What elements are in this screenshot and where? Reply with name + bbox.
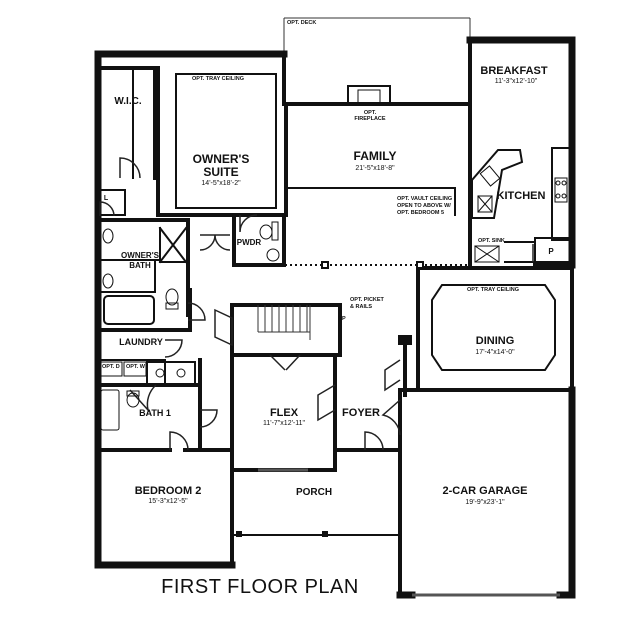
opt-tray-ceiling-dining-note: OPT. TRAY CEILING bbox=[467, 287, 519, 293]
opt-picket-note-line2: & RAILS bbox=[350, 304, 372, 310]
wic-label: W.I.C. bbox=[114, 96, 141, 107]
opt-fireplace-note-line1: OPT. bbox=[364, 110, 377, 116]
stair-up-note: UP bbox=[338, 316, 346, 322]
opt-dryer-note: OPT. D bbox=[102, 364, 120, 370]
opt-deck-note: OPT. DECK bbox=[287, 20, 316, 26]
interior-walls bbox=[96, 66, 574, 597]
opt-washer-note: OPT. W bbox=[126, 364, 146, 370]
garage-dims: 19'-9"x23'-1" bbox=[465, 499, 505, 506]
laundry-label: LAUNDRY bbox=[119, 337, 163, 347]
owners-suite-label-line2: SUITE bbox=[203, 165, 238, 179]
fixtures bbox=[102, 221, 280, 408]
foyer-label: FOYER bbox=[342, 407, 380, 419]
breakfast-label: BREAKFAST bbox=[480, 65, 548, 77]
opt-vault-note-line2: OPEN TO ABOVE W/ bbox=[397, 203, 451, 209]
bedroom2-dims: 15'-3"x12'-5" bbox=[148, 498, 188, 505]
flex-label: FLEX bbox=[270, 407, 299, 419]
doors bbox=[99, 157, 534, 451]
owners-suite-label-line1: OWNER'S bbox=[193, 152, 250, 166]
family-dims: 21'-5"x18'-8" bbox=[355, 165, 395, 172]
family-label: FAMILY bbox=[354, 149, 397, 163]
plan-title: FIRST FLOOR PLAN bbox=[161, 576, 359, 598]
opt-sink-note: OPT. SINK bbox=[478, 238, 505, 244]
owners-bath-label-line1: OWNER'S bbox=[121, 251, 160, 260]
garage-label: 2-CAR GARAGE bbox=[443, 485, 528, 497]
porch-label: PORCH bbox=[296, 487, 332, 498]
bedroom2-label: BEDROOM 2 bbox=[135, 485, 202, 497]
opt-vault-note-line3: OPT. BEDROOM 5 bbox=[397, 210, 444, 216]
flex-dims: 11'-7"x12'-11" bbox=[263, 420, 306, 427]
opt-vault-note-line1: OPT. VAULT CEILING bbox=[397, 196, 452, 202]
dining-label: DINING bbox=[476, 335, 515, 347]
linen-label: L bbox=[104, 195, 109, 202]
kitchen-label: KITCHEN bbox=[497, 190, 546, 202]
opt-picket-note-line1: OPT. PICKET bbox=[350, 297, 385, 303]
opt-fireplace-note-line2: FIREPLACE bbox=[354, 116, 386, 122]
bath1-label: BATH 1 bbox=[139, 408, 171, 418]
owners-bath-label-line2: BATH bbox=[129, 261, 151, 270]
deck-outline bbox=[283, 17, 471, 54]
pantry-label: P bbox=[548, 247, 554, 256]
pwdr-label: PWDR bbox=[237, 238, 262, 247]
opt-tray-ceiling-owner-note: OPT. TRAY CEILING bbox=[192, 76, 244, 82]
dining-dims: 17'-4"x14'-0" bbox=[475, 349, 515, 356]
exterior-walls bbox=[94, 36, 576, 599]
breakfast-dims: 11'-3"x12'-10" bbox=[495, 78, 538, 85]
owners-suite-dims: 14'-5"x18'-2" bbox=[201, 180, 241, 187]
